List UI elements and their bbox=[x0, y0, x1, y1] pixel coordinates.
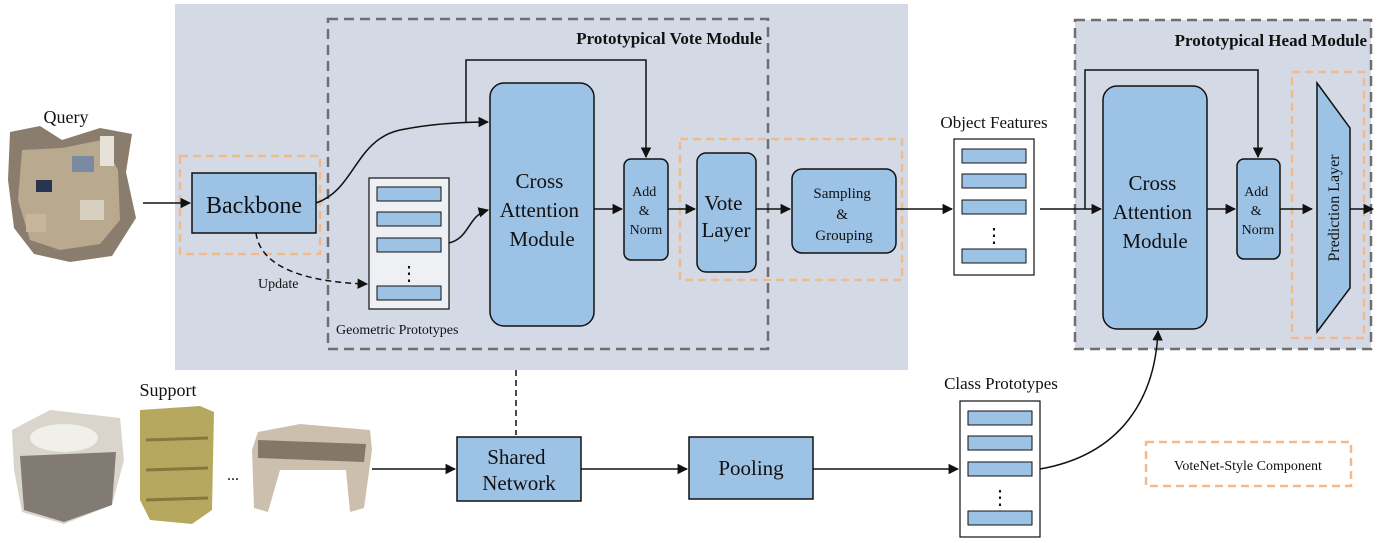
arrow-backbone-to-cross-attention bbox=[315, 116, 490, 204]
support-shelf-cloud bbox=[140, 406, 214, 524]
support-desk-cloud bbox=[252, 424, 372, 512]
prediction-layer-shape bbox=[1316, 80, 1351, 335]
obj-feat-bar-3 bbox=[961, 199, 1027, 215]
query-point-cloud bbox=[8, 126, 136, 262]
sampling-grouping-label: Sampling & Grouping bbox=[813, 186, 874, 244]
arrow-update-backbone-to-prototypes bbox=[255, 232, 369, 289]
geo-proto-bar-3 bbox=[376, 237, 442, 253]
sampling-grouping-box bbox=[791, 168, 897, 254]
support-label: Support bbox=[139, 380, 196, 400]
update-label: Update bbox=[258, 277, 298, 292]
legend-label: VoteNet-Style Component bbox=[1174, 459, 1322, 474]
obj-feat-bar-2 bbox=[961, 173, 1027, 189]
cross-attention-head-label: Cross Attention Module bbox=[1113, 171, 1198, 253]
support-sink-cloud bbox=[12, 410, 124, 524]
class-proto-bar-2 bbox=[967, 435, 1033, 451]
vote-module-title: Prototypical Vote Module bbox=[576, 29, 762, 48]
cross-attention-module-head bbox=[1102, 85, 1208, 330]
class-proto-bar-1 bbox=[967, 410, 1033, 426]
class-proto-bar-3 bbox=[967, 461, 1033, 477]
prediction-layer-label: Prediction Layer bbox=[1326, 154, 1343, 262]
cross-attention-vote-label: Cross Attention Module bbox=[500, 169, 585, 251]
prototypical-head-module-frame bbox=[1073, 18, 1373, 351]
geo-proto-bar-1 bbox=[376, 186, 442, 202]
arrow-class-prototypes-to-head-cross bbox=[1039, 329, 1163, 470]
shared-network-box bbox=[456, 436, 582, 502]
add-norm-head-label: Add & Norm bbox=[1242, 185, 1275, 238]
backbone-label: Backbone bbox=[206, 193, 302, 219]
backbone-box bbox=[191, 172, 317, 234]
legend-swatch bbox=[1144, 440, 1353, 488]
geo-proto-ellipsis: ⋮ bbox=[399, 263, 419, 285]
support-point-clouds bbox=[12, 406, 372, 524]
add-norm-vote-label: Add & Norm bbox=[630, 185, 663, 238]
connectors bbox=[143, 59, 1375, 475]
support-ellipsis: ... bbox=[227, 467, 239, 484]
arrow-prototypes-to-cross-attention bbox=[448, 207, 490, 244]
shared-network-label: Shared Network bbox=[482, 445, 556, 495]
votenet-backbone-frame bbox=[178, 154, 322, 256]
head-module-title: Prototypical Head Module bbox=[1175, 31, 1368, 50]
geometric-prototypes-label: Geometric Prototypes bbox=[336, 323, 458, 338]
vote-layer-label: Vote Layer bbox=[702, 191, 751, 242]
residual-head-path bbox=[1084, 69, 1264, 209]
object-features-label: Object Features bbox=[940, 113, 1047, 132]
geo-proto-bar-2 bbox=[376, 211, 442, 227]
class-prototypes-label: Class Prototypes bbox=[944, 374, 1058, 393]
query-label: Query bbox=[44, 107, 89, 127]
geo-proto-bar-4 bbox=[376, 285, 442, 301]
vote-layer-box bbox=[696, 152, 757, 273]
cross-attention-module-vote bbox=[489, 82, 595, 327]
class-proto-ellipsis: ⋮ bbox=[990, 487, 1010, 509]
residual-vote-path bbox=[465, 59, 652, 159]
obj-feat-bar-1 bbox=[961, 148, 1027, 164]
class-proto-bar-4 bbox=[967, 510, 1033, 526]
pooling-label: Pooling bbox=[718, 456, 784, 480]
pooling-box bbox=[688, 436, 814, 500]
obj-feat-ellipsis: ⋮ bbox=[984, 225, 1004, 247]
obj-feat-bar-4 bbox=[961, 248, 1027, 264]
